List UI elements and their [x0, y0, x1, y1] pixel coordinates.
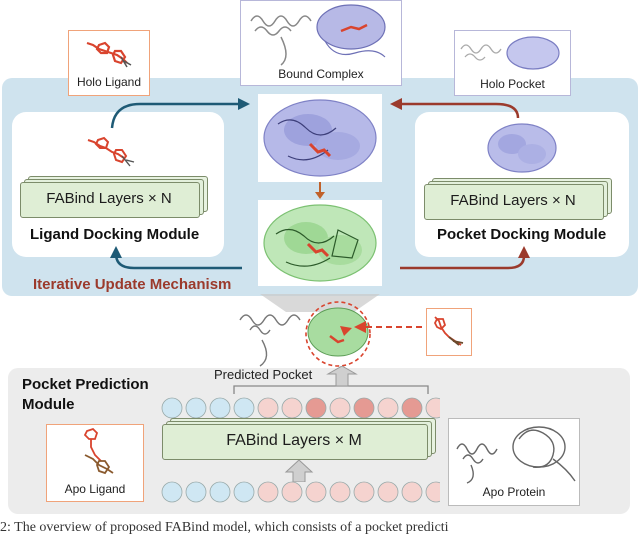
- flow-arrows: [110, 98, 530, 270]
- ligand-layers-label: FABind Layers × N: [46, 190, 172, 207]
- pocket-layers-stack: FABind Layers × N: [424, 178, 614, 220]
- pocket-docking-module-title: Pocket Docking Module: [437, 226, 607, 243]
- predicted-complex-image: [258, 200, 382, 286]
- dashed-arrow: [354, 321, 422, 333]
- pocket-layers-m-stack: FABind Layers × M: [162, 418, 442, 462]
- predicted-pocket-structure: [239, 301, 371, 367]
- layers-m-label: FABind Layers × M: [226, 432, 362, 449]
- protein-icon: [250, 4, 386, 66]
- protein-icon: [263, 204, 377, 282]
- apo-ligand-label: Apo Ligand: [64, 482, 126, 496]
- bound-complex-label: Bound Complex: [278, 67, 364, 81]
- holo-ligand-card: Holo Ligand: [68, 30, 150, 96]
- predicted-pocket-label: Predicted Pocket: [214, 367, 313, 382]
- ring-icon: [305, 301, 371, 367]
- apo-protein-label: Apo Protein: [482, 485, 546, 499]
- ligand-docking-module-title: Ligand Docking Module: [30, 226, 200, 243]
- token-row-bottom: [161, 481, 440, 503]
- ligand-icon: [86, 41, 132, 68]
- bound-complex-card: Bound Complex: [240, 0, 402, 86]
- arrow-icon: [315, 182, 325, 199]
- predicted-ligand-card: [426, 308, 472, 356]
- pocket-layers-label: FABind Layers × N: [450, 192, 576, 209]
- holo-pocket-label: Holo Pocket: [480, 77, 545, 91]
- protein-icon: [263, 99, 377, 177]
- protein-icon: [487, 123, 557, 173]
- protein-icon: [456, 426, 576, 484]
- complex-image: [258, 94, 382, 182]
- holo-ligand-label: Holo Ligand: [76, 75, 142, 89]
- apo-protein-card: Apo Protein: [448, 418, 580, 506]
- holo-pocket-card: Holo Pocket: [454, 30, 571, 96]
- arrow-icon: [284, 460, 314, 482]
- iterative-update-label: Iterative Update Mechanism: [33, 276, 232, 293]
- ligand-icon: [433, 316, 464, 346]
- apo-ligand-card: Apo Ligand: [46, 424, 144, 502]
- pocket-prediction-module-title-2: Module: [22, 396, 75, 413]
- caption: 2: The overview of proposed FABind model…: [0, 520, 449, 535]
- ligand-layers-stack: FABind Layers × N: [20, 176, 210, 218]
- token-row-top: [161, 397, 440, 419]
- pocket-prediction-module-title-1: Pocket Prediction: [22, 376, 149, 393]
- ligand-icon: [83, 427, 114, 475]
- predicted-pocket-bracket: [233, 366, 429, 394]
- funnel-shadow: [260, 294, 380, 312]
- ligand-icon: [87, 136, 135, 167]
- protein-icon: [460, 36, 560, 70]
